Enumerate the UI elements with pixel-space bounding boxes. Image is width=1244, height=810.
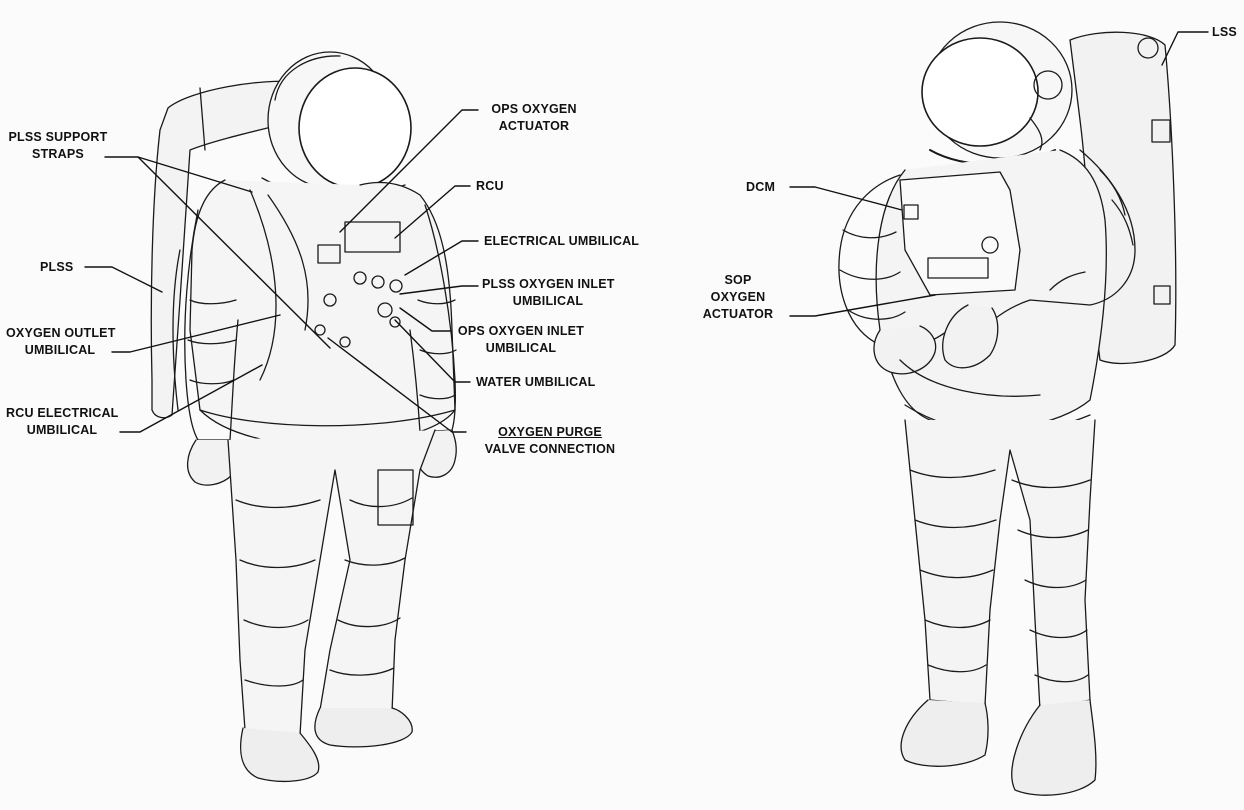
label-rcu: RCU xyxy=(476,178,504,195)
label-electrical-umbilical: ELECTRICAL UMBILICAL xyxy=(484,233,639,250)
label-rcu-electrical-umbilical: RCU ELECTRICAL UMBILICAL xyxy=(6,405,118,439)
label-ops-oxygen-actuator: OPS OXYGEN ACTUATOR xyxy=(484,101,584,135)
label-water-umbilical: WATER UMBILICAL xyxy=(476,374,595,391)
label-plss-support-straps: PLSS SUPPORT STRAPS xyxy=(8,129,108,163)
left-boot-left xyxy=(241,728,319,781)
left-legs xyxy=(228,430,435,735)
right-boot-right xyxy=(1012,700,1096,795)
label-plss-oxygen-inlet-umbilical: PLSS OXYGEN INLET UMBILICAL xyxy=(482,276,614,310)
label-plss: PLSS xyxy=(40,259,73,276)
right-helmet-visor xyxy=(922,38,1038,146)
right-boot-left xyxy=(901,700,988,766)
left-boot-right xyxy=(315,708,412,747)
right-spacesuit-figure xyxy=(839,22,1176,795)
label-sop-oxygen-actuator: SOP OXYGEN ACTUATOR xyxy=(690,272,786,323)
label-oxygen-purge-valve-connection: OXYGEN PURGE VALVE CONNECTION xyxy=(470,424,630,458)
label-ops-oxygen-inlet-umbilical: OPS OXYGEN INLET UMBILICAL xyxy=(452,323,590,357)
left-helmet-visor xyxy=(299,68,411,188)
label-oxygen-outlet-umbilical: OXYGEN OUTLET UMBILICAL xyxy=(6,325,114,359)
label-dcm: DCM xyxy=(746,179,775,196)
label-lss: LSS xyxy=(1212,24,1237,41)
